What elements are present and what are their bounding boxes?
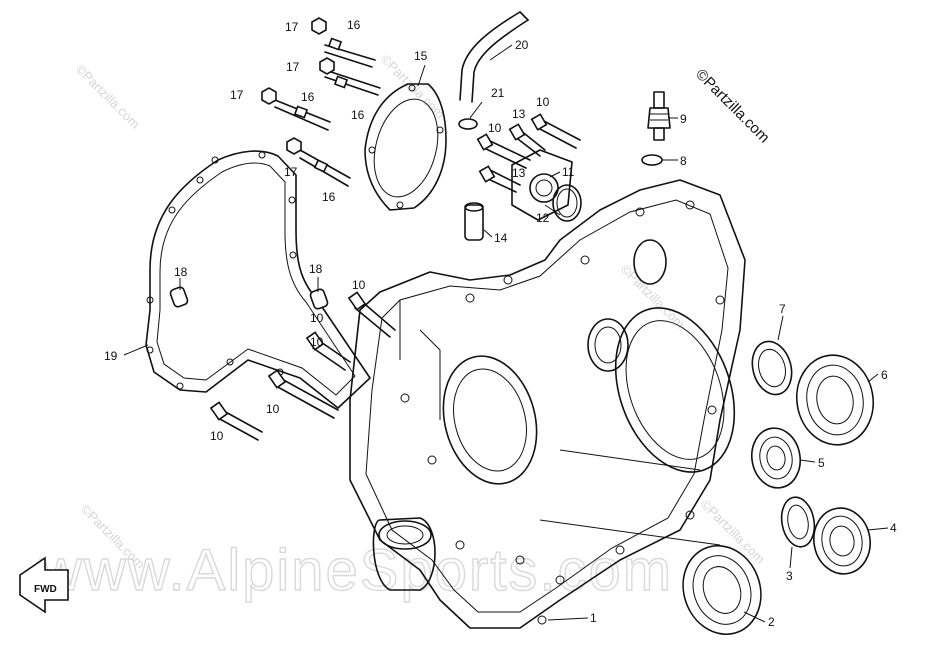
callout-labels: 1 2 3 4 5 6 7 8 9 10 10 10 10 10 10 10 1…: [104, 18, 897, 629]
watermark-tile: ©Partzilla.com: [698, 497, 768, 567]
callout-10: 10: [210, 429, 224, 443]
watermark-site: www.AlpineSports.com: [39, 538, 673, 603]
callout-14: 14: [494, 231, 508, 245]
callout-19: 19: [104, 349, 118, 363]
callout-12: 12: [536, 211, 550, 225]
temperature-sensor: [641, 91, 671, 166]
callout-15: 15: [414, 49, 428, 63]
callout-17: 17: [284, 165, 298, 179]
callout-20: 20: [515, 38, 529, 52]
callout-10: 10: [310, 335, 324, 349]
callout-11: 11: [562, 165, 575, 179]
fwd-label: FWD: [34, 584, 57, 595]
callout-8: 8: [680, 154, 687, 168]
callout-21: 21: [491, 86, 505, 100]
callout-4: 4: [890, 521, 897, 535]
flange-bolts: [476, 113, 581, 193]
crankcase-half: [349, 179, 746, 629]
callout-3: 3: [786, 569, 793, 583]
dowel-pins: [169, 286, 329, 310]
callout-2: 2: [768, 615, 775, 629]
stud-bolts: [261, 17, 381, 187]
callout-13: 13: [512, 166, 526, 180]
callout-10: 10: [536, 95, 550, 109]
callout-9: 9: [680, 112, 687, 126]
callout-6: 6: [881, 368, 888, 382]
callout-18: 18: [174, 265, 188, 279]
crankcase-gasket: [145, 150, 371, 409]
watermark-tile: ©Partzilla.com: [73, 62, 143, 132]
callout-5: 5: [818, 456, 825, 470]
copyright-label: ©Partzilla.com: [692, 66, 773, 147]
bearings-and-seals: [682, 340, 875, 636]
cover-gasket: [364, 83, 447, 211]
leader-lines: [123, 44, 889, 623]
watermark-tile: ©Partzilla.com: [378, 52, 448, 122]
callout-17: 17: [285, 20, 299, 34]
callout-10: 10: [266, 402, 280, 416]
callout-17: 17: [286, 60, 300, 74]
callout-10: 10: [352, 278, 366, 292]
callout-7: 7: [779, 302, 786, 316]
callout-16: 16: [301, 90, 315, 104]
watermark-tile: ©Partzilla.com: [618, 262, 688, 332]
callout-17: 17: [230, 88, 244, 102]
callout-10: 10: [310, 311, 324, 325]
breather-hose: [458, 11, 529, 241]
case-bolts: [209, 291, 396, 441]
callout-10: 10: [488, 121, 502, 135]
forward-direction-arrow: FWD: [19, 556, 69, 614]
callout-18: 18: [309, 262, 323, 276]
callout-16: 16: [351, 108, 365, 122]
callout-13: 13: [512, 107, 526, 121]
callout-16: 16: [322, 190, 336, 204]
water-pipe-flange: [511, 149, 582, 222]
callout-16: 16: [347, 18, 361, 32]
callout-1: 1: [590, 611, 597, 625]
